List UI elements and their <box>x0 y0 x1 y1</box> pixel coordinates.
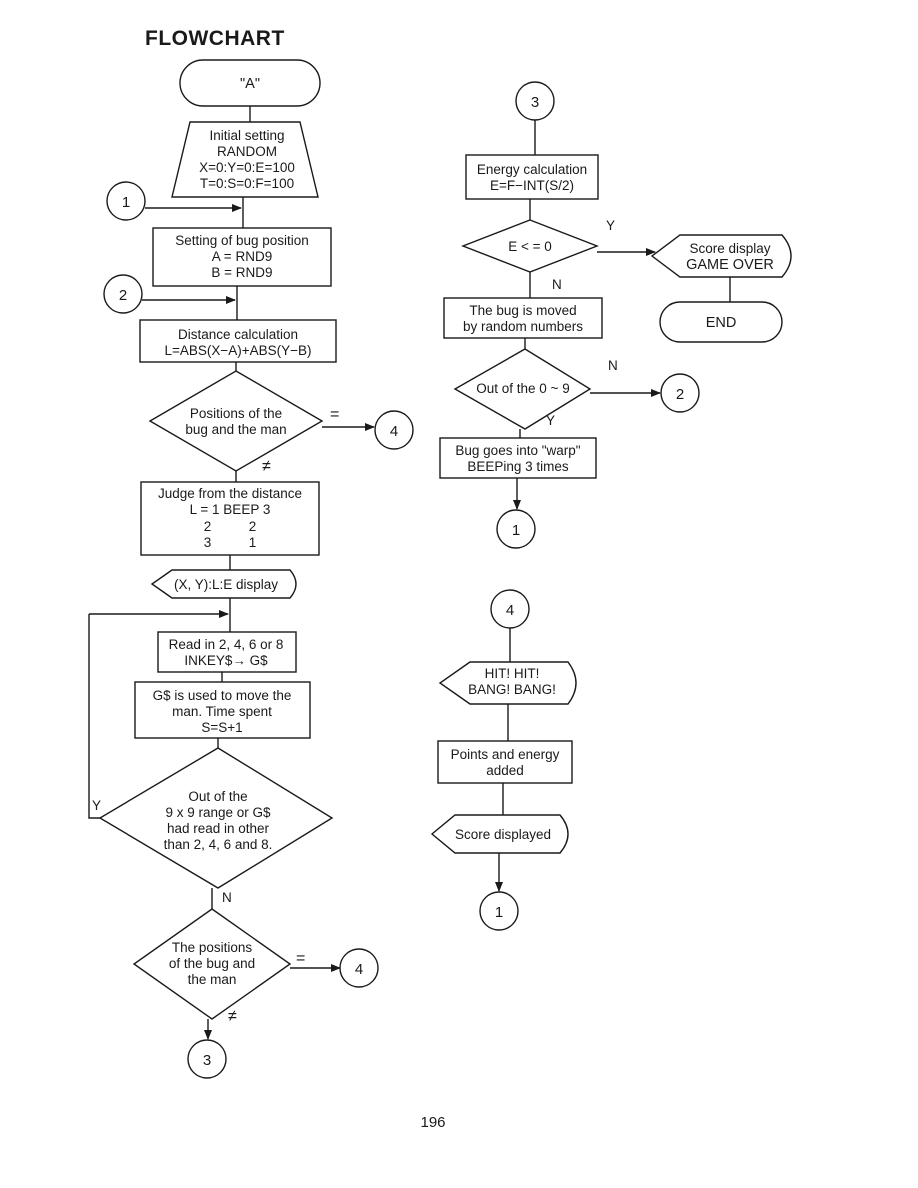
connector-1b: 1 <box>496 509 536 549</box>
connector-2: 2 <box>103 274 143 314</box>
svg-text:Out of the 0 ~ 9: Out of the 0 ~ 9 <box>476 381 569 396</box>
svg-text:G$ is used to move the: G$ is used to move the <box>153 688 292 703</box>
outof-yes-label: Y <box>546 413 555 428</box>
svg-text:9 x 9 range or G$: 9 x 9 range or G$ <box>165 805 271 820</box>
range-decision: Out of the 9 x 9 range or G$ had read in… <box>98 747 334 889</box>
svg-text:L = 1 BEEP 3: L = 1 BEEP 3 <box>190 502 271 517</box>
pos1-equal-label: = <box>330 406 339 423</box>
svg-text:BEEPing 3 times: BEEPing 3 times <box>467 459 569 474</box>
range-yes-label: Y <box>92 798 101 813</box>
read-in-box: Read in 2, 4, 6 or 8 INKEY$→ G$ <box>157 631 297 673</box>
pos1-notequal-label: ≠ <box>262 458 271 475</box>
positions-decision-2: The positions of the bug and the man <box>132 908 292 1020</box>
svg-text:Points and energy: Points and energy <box>451 747 560 762</box>
page-number: 196 <box>420 1114 445 1131</box>
outof-decision: Out of the 0 ~ 9 <box>453 348 592 430</box>
connector-2b: 2 <box>660 373 700 413</box>
pos2-equal-label: = <box>296 950 305 967</box>
svg-text:The positions: The positions <box>172 940 253 955</box>
svg-text:man. Time spent: man. Time spent <box>172 704 272 719</box>
score-displayed-box: Score displayed <box>430 814 569 854</box>
svg-text:2 2: 2 2 <box>204 519 257 534</box>
svg-text:added: added <box>486 763 524 778</box>
svg-text:3: 3 <box>531 94 539 111</box>
svg-text:BANG! BANG!: BANG! BANG! <box>468 682 556 697</box>
initial-setting-box: Initial setting RANDOM X=0:Y=0:E=100 T=0… <box>171 121 319 198</box>
xy-display-box: (X, Y):L:E display <box>150 569 297 599</box>
svg-text:1: 1 <box>122 194 130 211</box>
svg-text:Judge from the distance: Judge from the distance <box>158 486 302 501</box>
svg-text:Score display: Score display <box>689 241 770 256</box>
energy-yes-label: Y <box>606 218 615 233</box>
svg-text:Distance calculation: Distance calculation <box>178 327 298 342</box>
svg-text:than 2, 4, 6 and 8.: than 2, 4, 6 and 8. <box>164 837 273 852</box>
svg-text:(X, Y):L:E display: (X, Y):L:E display <box>174 577 278 592</box>
svg-text:1: 1 <box>495 904 503 921</box>
init-line-1: Initial setting <box>209 128 284 143</box>
svg-text:1: 1 <box>512 522 520 539</box>
svg-text:2: 2 <box>119 287 127 304</box>
svg-text:END: END <box>706 315 737 331</box>
svg-text:by random numbers: by random numbers <box>463 319 583 334</box>
start-label: "A" <box>240 76 260 92</box>
start-terminal: "A" <box>179 59 321 107</box>
connector-1: 1 <box>106 181 146 221</box>
distance-calc-box: Distance calculation L=ABS(X−A)+ABS(Y−B) <box>139 319 337 363</box>
svg-text:Positions of the: Positions of the <box>190 406 282 421</box>
score-gameover-box: Score display GAME OVER <box>650 234 792 278</box>
svg-text:S=S+1: S=S+1 <box>201 720 242 735</box>
svg-text:E=F−INT(S/2): E=F−INT(S/2) <box>490 178 574 193</box>
svg-text:Setting of bug position: Setting of bug position <box>175 233 309 248</box>
energy-no-label: N <box>552 277 562 292</box>
range-no-label: N <box>222 890 232 905</box>
init-line-3: X=0:Y=0:E=100 <box>199 160 295 175</box>
svg-text:The bug is moved: The bug is moved <box>469 303 576 318</box>
svg-text:4: 4 <box>355 961 363 978</box>
svg-text:B = RND9: B = RND9 <box>211 265 272 280</box>
svg-text:4: 4 <box>506 602 514 619</box>
connector-4b: 4 <box>339 948 379 988</box>
svg-text:A = RND9: A = RND9 <box>212 249 272 264</box>
svg-text:2: 2 <box>676 386 684 403</box>
svg-text:HIT! HIT!: HIT! HIT! <box>485 666 540 681</box>
bug-moved-box: The bug is moved by random numbers <box>443 297 603 339</box>
connector-4-top: 4 <box>490 589 530 629</box>
outof-no-label: N <box>608 358 618 373</box>
page-title: FLOWCHART <box>145 27 285 50</box>
positions-decision-1: Positions of the bug and the man <box>148 370 324 472</box>
svg-text:Read in 2, 4, 6 or 8: Read in 2, 4, 6 or 8 <box>169 637 284 652</box>
connector-1c: 1 <box>479 891 519 931</box>
warp-box: Bug goes into "warp" BEEPing 3 times <box>439 437 597 479</box>
svg-text:L=ABS(X−A)+ABS(Y−B): L=ABS(X−A)+ABS(Y−B) <box>164 343 311 358</box>
svg-text:Energy calculation: Energy calculation <box>477 162 587 177</box>
svg-text:4: 4 <box>390 423 398 440</box>
energy-calc-box: Energy calculation E=F−INT(S/2) <box>465 154 599 200</box>
svg-text:GAME OVER: GAME OVER <box>686 257 774 273</box>
points-energy-box: Points and energy added <box>437 740 573 784</box>
connector-4a: 4 <box>374 410 414 450</box>
svg-text:bug and the man: bug and the man <box>185 422 286 437</box>
svg-text:of the bug and: of the bug and <box>169 956 255 971</box>
svg-text:had read in other: had read in other <box>167 821 270 836</box>
init-line-4: T=0:S=0:F=100 <box>200 176 294 191</box>
svg-text:3 1: 3 1 <box>204 535 257 550</box>
energy-decision: E < = 0 <box>461 219 599 273</box>
hit-bang-box: HIT! HIT! BANG! BANG! <box>438 661 577 705</box>
connector-3b: 3 <box>515 81 555 121</box>
judge-distance-box: Judge from the distance L = 1 BEEP 3 2 2… <box>140 481 320 556</box>
svg-text:INKEY$→ G$: INKEY$→ G$ <box>184 653 268 668</box>
svg-text:3: 3 <box>203 1052 211 1069</box>
end-terminal: END <box>659 301 783 343</box>
pos2-notequal-label: ≠ <box>228 1008 237 1025</box>
svg-text:the man: the man <box>188 972 237 987</box>
connector-3a: 3 <box>187 1039 227 1079</box>
svg-text:Score displayed: Score displayed <box>455 827 551 842</box>
svg-text:Bug goes into "warp": Bug goes into "warp" <box>455 443 580 458</box>
svg-text:Out of the: Out of the <box>188 789 247 804</box>
init-line-2: RANDOM <box>217 144 277 159</box>
gs-move-box: G$ is used to move the man. Time spent S… <box>134 681 311 739</box>
bug-position-box: Setting of bug position A = RND9 B = RND… <box>152 227 332 287</box>
svg-text:E < = 0: E < = 0 <box>508 239 552 254</box>
